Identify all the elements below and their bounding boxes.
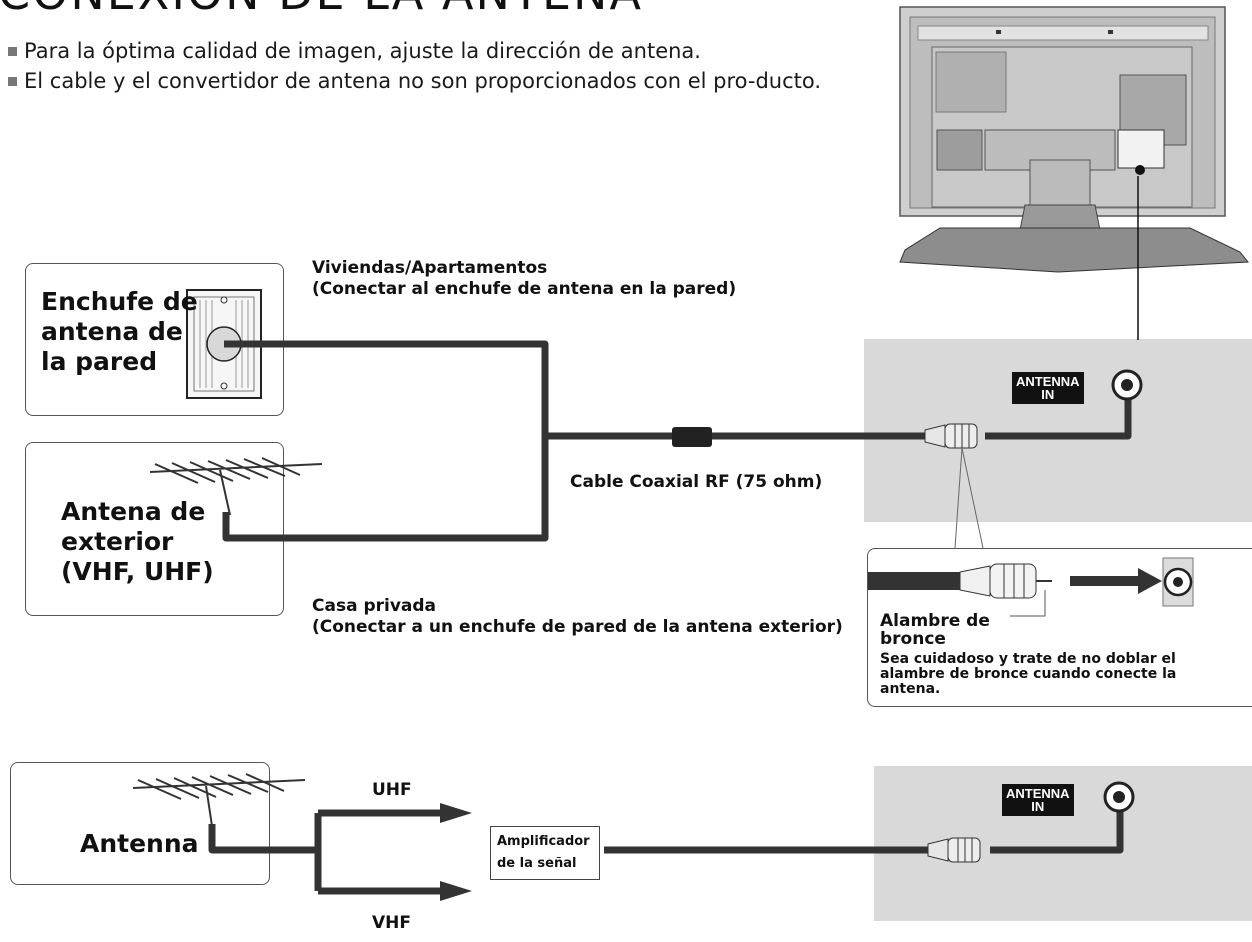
brass-wire-label: Alambre de bronce [880, 611, 990, 649]
tv-rear-icon [899, 6, 1249, 273]
coax-connector-icon-lower [927, 837, 981, 863]
bullet-list: Para la óptima calidad de imagen, ajuste… [8, 36, 828, 96]
antenna-in-tag-lower: ANTENNA IN [1002, 784, 1074, 816]
lower-antenna-icon [132, 773, 306, 827]
uhf-label: UHF [372, 780, 412, 800]
page-title: CONEXIÓN DE LA ANTENA [0, 0, 643, 20]
bullet-item: El cable y el convertidor de antena no s… [8, 66, 828, 96]
signal-amplifier-box: Amplificador de la señal [490, 826, 600, 880]
bullet-item: Para la óptima calidad de imagen, ajuste… [8, 36, 828, 66]
antenna-in-tag: ANTENNA IN [1012, 372, 1084, 404]
detail-connector-icon [868, 557, 1194, 617]
coax-connector-icon [924, 423, 978, 449]
detail-note: Sea cuidadoso y trate de no doblar el al… [880, 651, 1177, 697]
vhf-label: VHF [372, 913, 411, 933]
lower-antenna-label: Antenna [80, 829, 199, 858]
outdoor-antenna-icon [149, 457, 323, 516]
wall-socket-label: Enchufe de antena de la pared [41, 287, 198, 376]
outdoor-antenna-label: Antena de exterior (VHF, UHF) [61, 497, 214, 586]
cable-label: Cable Coaxial RF (75 ohm) [570, 472, 823, 492]
private-house-label: Casa privada (Conectar a un enchufe de p… [312, 596, 843, 637]
housing-label: Viviendas/Apartamentos (Conectar al ench… [312, 258, 737, 299]
